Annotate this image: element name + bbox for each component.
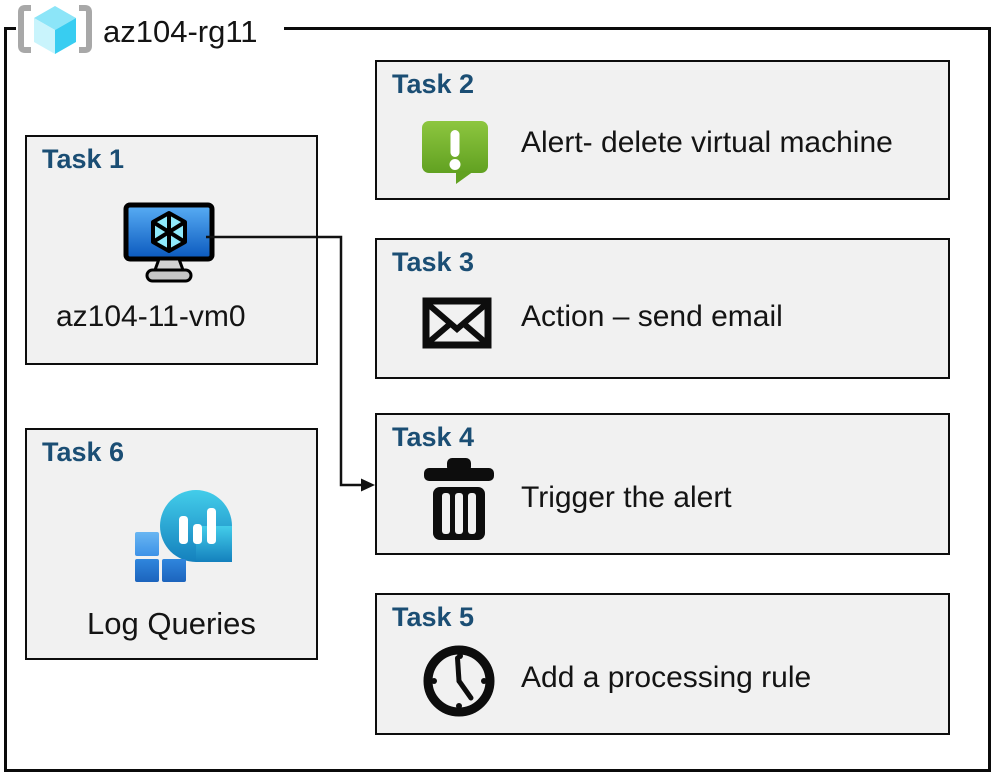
task5-title: Task 5 — [392, 602, 475, 632]
task1-title: Task 1 — [42, 144, 125, 174]
trash-icon — [424, 458, 494, 540]
alert-icon — [422, 121, 488, 184]
email-icon — [422, 297, 492, 349]
task5-box: Task 5 Add a processing rule — [375, 593, 950, 735]
task1-box: Task 1 az104-11-vm0 — [25, 135, 318, 365]
task4-label: Trigger the alert — [521, 481, 732, 514]
task6-box: Task 6 Log Queries — [25, 428, 318, 660]
task6-title: Task 6 — [42, 437, 125, 467]
task6-label: Log Queries — [87, 606, 256, 641]
task3-label: Action – send email — [521, 300, 783, 333]
resource-group-icon — [18, 5, 92, 54]
task3-box: Task 3 Action – send email — [375, 238, 950, 379]
clock-icon — [423, 645, 495, 717]
resource-group-title: az104-rg11 — [103, 14, 258, 49]
task1-label: az104-11-vm0 — [56, 300, 246, 333]
task2-label: Alert- delete virtual machine — [521, 126, 893, 159]
task2-box: Task 2 Alert- delete virtual machine — [375, 60, 950, 200]
task3-title: Task 3 — [392, 247, 475, 277]
frame-title-gap — [16, 22, 284, 36]
task4-box: Task 4 Trigger the alert — [375, 413, 950, 555]
task2-title: Task 2 — [392, 69, 475, 99]
task5-label: Add a processing rule — [521, 661, 812, 694]
task4-title: Task 4 — [392, 422, 475, 452]
virtual-machine-icon — [123, 202, 215, 283]
log-queries-icon — [135, 490, 232, 582]
